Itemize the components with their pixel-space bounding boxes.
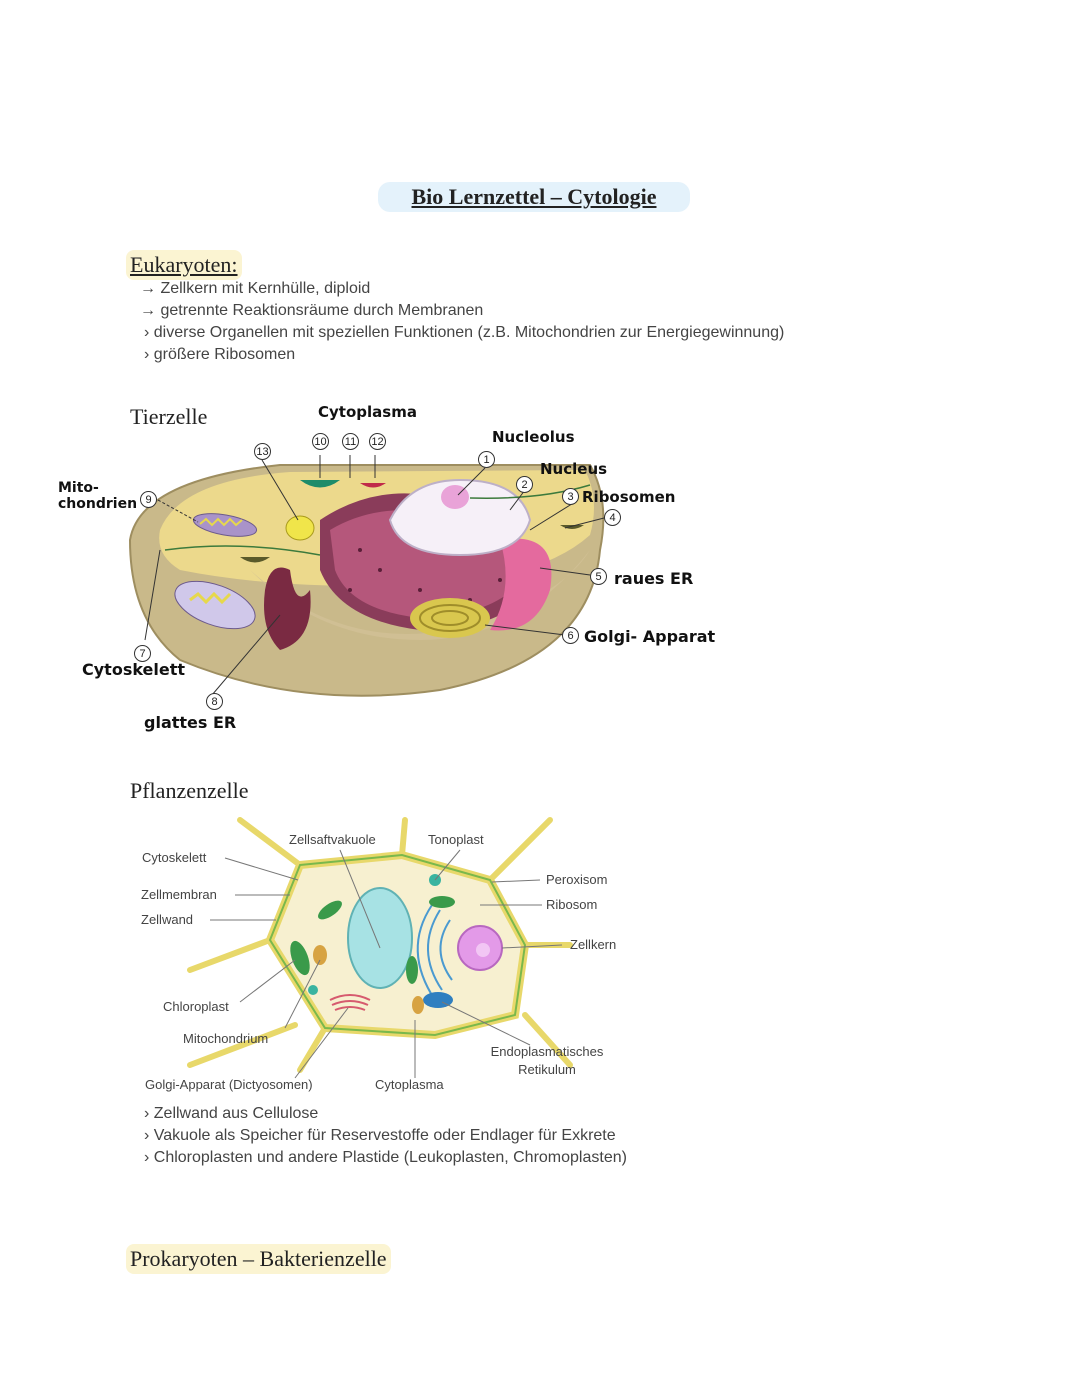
marker-10: 10 [312, 433, 329, 450]
label-golgi-apparat-plant: Golgi-Apparat (Dictyosomen) [145, 1077, 313, 1092]
pflanzenzelle-bullet-list: › Zellwand aus Cellulose › Vakuole als S… [144, 1103, 627, 1169]
marker-2: 2 [516, 476, 533, 493]
label-tonoplast: Tonoplast [428, 832, 484, 847]
list-item: › diverse Organellen mit speziellen Funk… [144, 324, 785, 341]
label-cytoskelett: Cytoskelett [82, 660, 186, 679]
eukaryoten-bullet-list: → Zellkern mit Kernhülle, diploid → getr… [140, 278, 784, 366]
label-mitochondrien: Mito- chondrien [58, 480, 138, 512]
marker-6: 6 [562, 627, 579, 644]
marker-7: 7 [134, 645, 151, 662]
label-zellmembran: Zellmembran [141, 887, 217, 902]
label-raues-er: raues ER [614, 569, 694, 588]
marker-3: 3 [562, 488, 579, 505]
label-ribosom: Ribosom [546, 897, 598, 912]
plant-cell-diagram [187, 817, 573, 1079]
label-golgi-apparat: Golgi- Apparat [584, 627, 716, 646]
label-chloroplast: Chloroplast [163, 999, 229, 1014]
label-glattes-er: glattes ER [144, 713, 237, 732]
page-title: Bio Lernzettel – Cytologie [378, 182, 690, 212]
marker-8: 8 [206, 693, 223, 710]
label-cytoskelett-plant: Cytoskelett [142, 850, 207, 865]
marker-4: 4 [604, 509, 621, 526]
label-zellwand: Zellwand [141, 912, 194, 927]
section-heading-prokaryoten: Prokaryoten – Bakterienzelle [126, 1244, 391, 1274]
list-item: › Zellwand aus Cellulose [144, 1105, 319, 1122]
label-nucleolus: Nucleolus [492, 428, 575, 446]
label-cytoplasma: Cytoplasma [318, 403, 417, 421]
list-item: › Chloroplasten und andere Plastide (Leu… [144, 1149, 627, 1166]
list-item: › Vakuole als Speicher für Reservestoffe… [144, 1127, 616, 1144]
label-cytoplasma-plant: Cytoplasma [375, 1077, 444, 1092]
label-zellsaftvakuole: Zellsaftvakuole [289, 832, 376, 847]
marker-11: 11 [342, 433, 359, 450]
label-nucleus: Nucleus [540, 460, 608, 478]
list-item: › größere Ribosomen [144, 346, 296, 363]
section-heading-eukaryoten: Eukaryoten: [126, 250, 242, 280]
animal-cell-diagram [128, 455, 605, 697]
marker-5: 5 [590, 568, 607, 585]
label-zellkern: Zellkern [570, 937, 617, 952]
label-endoplasmatisches-retikulum: Endoplasmatisches Retikulum [490, 1044, 604, 1077]
marker-1: 1 [478, 451, 495, 468]
label-mitochondrium: Mitochondrium [183, 1031, 269, 1046]
marker-9: 9 [140, 491, 157, 508]
label-ribosomen: Ribosomen [582, 488, 676, 506]
pflanzenzelle-heading: Pflanzenzelle [130, 778, 249, 803]
marker-13: 13 [254, 443, 271, 460]
list-item: → getrennte Reaktionsräume durch Membran… [140, 302, 484, 319]
label-peroxisom: Peroxisom [546, 872, 608, 887]
eukaryoten-heading-text: Eukaryoten: [130, 252, 238, 277]
list-item: → Zellkern mit Kernhülle, diploid [140, 280, 371, 297]
marker-12: 12 [369, 433, 386, 450]
tierzelle-heading: Tierzelle [130, 404, 208, 429]
